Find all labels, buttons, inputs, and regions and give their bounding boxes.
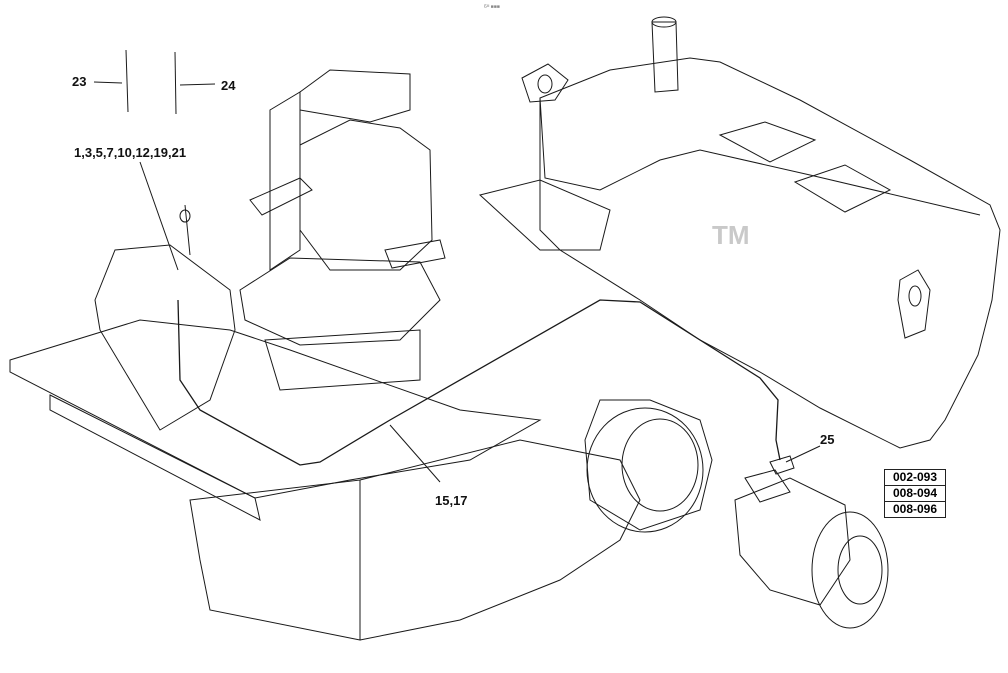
watermark-tm: TM xyxy=(712,220,750,250)
lifting-eye-left-hole xyxy=(537,74,553,94)
lower-chassis xyxy=(189,479,361,641)
rear-body-outline xyxy=(539,57,1001,449)
control-console xyxy=(94,244,236,431)
joystick-knob xyxy=(179,209,191,223)
wheel-hub xyxy=(621,418,699,512)
cab-post xyxy=(269,91,301,271)
drive-motor-flange xyxy=(811,511,889,629)
motor-valve-block xyxy=(744,469,791,503)
reference-code: 008-096 xyxy=(892,502,938,516)
wiring-harness xyxy=(177,299,781,466)
drive-motor-center xyxy=(837,535,883,605)
callout-23: 23 xyxy=(72,74,87,89)
reference-code: 008-094 xyxy=(885,486,945,502)
callout-25: 25 xyxy=(820,432,835,447)
callout-harness: 15,17 xyxy=(435,493,468,508)
rear-hatch-1 xyxy=(718,121,817,163)
callout-24: 24 xyxy=(221,78,236,93)
exhaust-stack xyxy=(651,21,679,93)
leader-harness xyxy=(389,424,441,483)
cable-tie-24 xyxy=(174,51,177,115)
rear-hatch-2 xyxy=(793,164,892,213)
leader-seat xyxy=(139,161,179,271)
speed-sensor xyxy=(769,455,795,475)
rear-body-top xyxy=(539,97,981,216)
wheel-outer xyxy=(586,407,704,533)
seat-cushion xyxy=(239,257,441,346)
operator-platform xyxy=(9,319,542,499)
wheel-tire xyxy=(584,399,713,531)
leader-23 xyxy=(93,81,123,84)
seat-base xyxy=(264,329,421,391)
cable-tie-23 xyxy=(125,49,129,113)
callout-seat-group: 1,3,5,7,10,12,19,21 xyxy=(74,145,187,160)
lower-chassis-side xyxy=(359,439,641,641)
platform-lower xyxy=(49,394,261,521)
leader-25 xyxy=(785,445,821,463)
lifting-eye-left xyxy=(521,63,569,103)
leader-24 xyxy=(179,83,216,86)
seat-armrest-right xyxy=(384,239,446,269)
reference-code-box: 002-093 008-094 008-096 xyxy=(884,469,946,518)
lifting-eye-right-hole xyxy=(908,285,922,307)
center-bracket xyxy=(478,179,611,251)
seat-armrest-left xyxy=(249,177,313,216)
cab-top-bracket xyxy=(299,69,411,123)
exhaust-cap xyxy=(651,16,677,28)
header-mark: 6ᴵᴵᴵ ■■■ xyxy=(484,4,500,10)
reference-code: 002-093 xyxy=(885,470,945,486)
lifting-eye-right xyxy=(897,269,931,339)
seat-back xyxy=(299,119,433,271)
drive-motor-body xyxy=(734,477,851,606)
joystick xyxy=(184,204,191,256)
